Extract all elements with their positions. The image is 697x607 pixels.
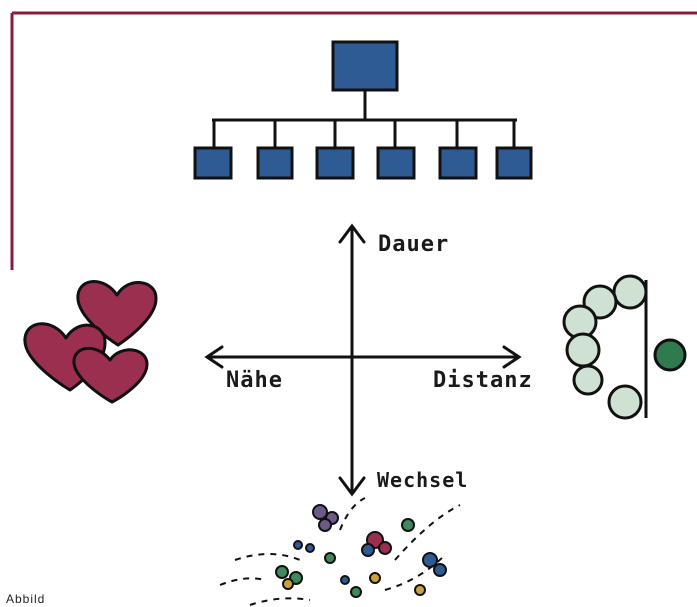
hearts-icon <box>23 280 158 404</box>
arrow-left-icon <box>204 345 224 369</box>
org-chart-child-box <box>376 146 416 180</box>
org-chart-child-box <box>193 146 233 180</box>
arrow-right-icon <box>502 345 522 369</box>
org-chart-child-box <box>256 146 294 180</box>
axis-label-left: Nähe <box>226 368 283 393</box>
org-chart-child-box <box>495 146 533 180</box>
org-chart <box>193 40 533 180</box>
org-chart-root-box <box>331 40 399 92</box>
dashed-lines <box>219 497 461 606</box>
axis-label-right: Distanz <box>433 368 533 393</box>
axis-label-top: Dauer <box>378 232 450 257</box>
org-chart-child-box <box>438 146 478 180</box>
axis-label-bottom: Wechsel <box>377 468 469 492</box>
org-chart-child-box <box>315 146 355 180</box>
arrow-down-icon <box>338 476 366 497</box>
corner-caption: Abbild <box>6 592 46 606</box>
circles-group-icon <box>562 274 687 420</box>
frame <box>10 11 697 270</box>
arrow-up-icon <box>338 223 366 244</box>
axes <box>204 223 522 497</box>
flowers-icon <box>275 504 447 598</box>
